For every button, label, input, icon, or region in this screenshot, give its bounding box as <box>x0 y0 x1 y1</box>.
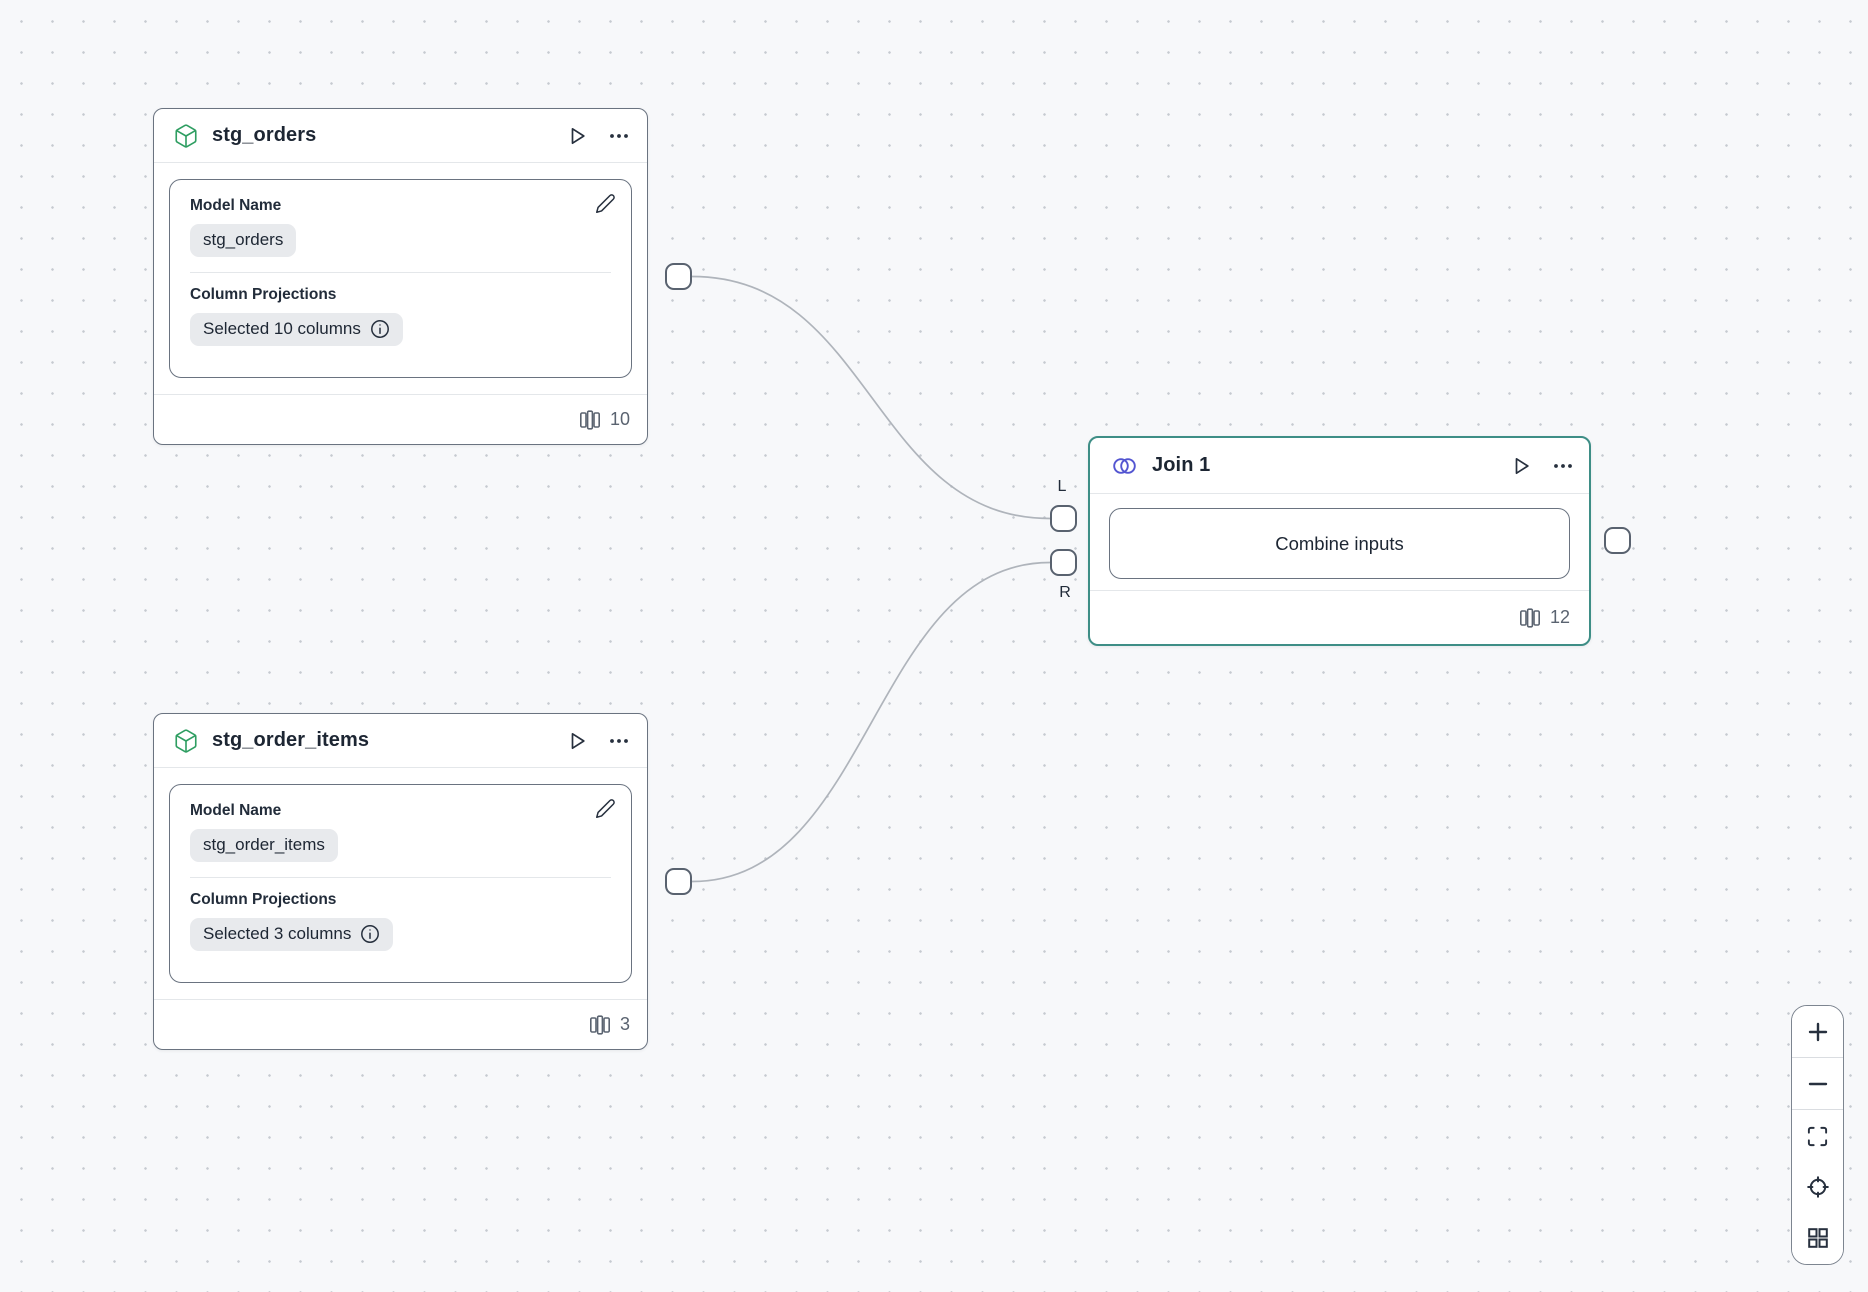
grid-icon <box>1807 1228 1828 1249</box>
node-config-card: Model Name stg_order_items Column Projec… <box>169 784 632 983</box>
join-output-port[interactable] <box>1604 527 1631 554</box>
locate-icon <box>1806 1176 1829 1199</box>
columns-icon <box>579 409 600 430</box>
column-projections-pill[interactable]: Selected 10 columns <box>190 313 403 346</box>
divider <box>190 272 611 273</box>
node-footer: 10 <box>154 394 647 444</box>
model-name-value-pill: stg_order_items <box>190 829 338 862</box>
node-title: Join 1 <box>1152 454 1211 476</box>
node-header: stg_order_items <box>154 714 647 768</box>
more-options-button[interactable] <box>608 125 630 147</box>
pencil-icon <box>596 194 615 213</box>
node-title: stg_order_items <box>212 729 370 751</box>
run-node-button[interactable] <box>565 124 589 148</box>
minus-icon <box>1808 1082 1827 1085</box>
zoom-in-button[interactable] <box>1792 1006 1843 1058</box>
column-count: 12 <box>1549 607 1570 627</box>
column-count: 10 <box>609 409 630 429</box>
ellipsis-icon <box>610 133 628 138</box>
more-options-button[interactable] <box>1552 455 1574 477</box>
info-icon[interactable] <box>360 924 380 944</box>
layout-grid-button[interactable] <box>1792 1212 1843 1264</box>
stg-order-items-output-port[interactable] <box>665 868 692 895</box>
ellipsis-icon <box>610 738 628 743</box>
edit-model-name-button[interactable] <box>595 798 616 819</box>
play-icon <box>1515 457 1529 474</box>
divider <box>190 877 611 878</box>
play-icon <box>571 127 585 144</box>
maximize-icon <box>1807 1126 1828 1146</box>
join-right-input-port[interactable] <box>1050 549 1077 576</box>
join-left-input-port[interactable] <box>1050 505 1077 532</box>
node-stg-order-items[interactable]: stg_order_items Model Name stg_order_ite… <box>153 713 648 1050</box>
zoom-controls-panel <box>1791 1005 1844 1265</box>
cube-icon <box>173 123 199 149</box>
model-name-value-pill: stg_orders <box>190 224 297 257</box>
join-right-port-label: R <box>1059 584 1071 601</box>
node-header: Join 1 <box>1090 438 1589 494</box>
ellipsis-icon <box>1554 463 1572 468</box>
run-node-button[interactable] <box>565 729 589 753</box>
combine-inputs-button[interactable]: Combine inputs <box>1109 508 1570 579</box>
info-icon[interactable] <box>370 319 390 339</box>
columns-icon <box>1519 607 1540 628</box>
column-projections-label: Column Projections <box>190 891 337 908</box>
node-stg-orders[interactable]: stg_orders Model Name stg_orders Column … <box>153 108 648 445</box>
column-count: 3 <box>619 1014 630 1034</box>
plus-icon <box>1808 1022 1827 1041</box>
node-join-1[interactable]: Join 1 Combine inputs 12 <box>1088 436 1591 646</box>
columns-icon <box>589 1014 610 1035</box>
model-name-value: stg_orders <box>203 230 284 249</box>
fit-view-button[interactable] <box>1792 1109 1843 1162</box>
play-icon <box>571 732 585 749</box>
column-projections-value: Selected 10 columns <box>203 319 361 338</box>
node-footer: 3 <box>154 999 647 1049</box>
node-title: stg_orders <box>212 124 317 146</box>
node-config-card: Model Name stg_orders Column Projections… <box>169 179 632 378</box>
node-footer: 12 <box>1090 590 1589 644</box>
column-projections-pill[interactable]: Selected 3 columns <box>190 918 394 951</box>
column-projections-label: Column Projections <box>190 286 337 303</box>
zoom-out-button[interactable] <box>1792 1057 1843 1110</box>
model-name-label: Model Name <box>190 197 282 214</box>
join-venn-icon <box>1110 454 1139 478</box>
locate-center-button[interactable] <box>1792 1161 1843 1213</box>
pencil-icon <box>596 799 615 818</box>
edge-stg-orders-to-join-left[interactable] <box>691 275 1051 520</box>
cube-icon <box>173 728 199 754</box>
edge-stg-order-items-to-join-right[interactable] <box>691 561 1051 883</box>
model-name-label: Model Name <box>190 802 282 819</box>
edit-model-name-button[interactable] <box>595 193 616 214</box>
model-name-value: stg_order_items <box>203 835 325 854</box>
run-node-button[interactable] <box>1509 454 1533 478</box>
node-header: stg_orders <box>154 109 647 163</box>
stg-orders-output-port[interactable] <box>665 263 692 290</box>
more-options-button[interactable] <box>608 730 630 752</box>
column-projections-value: Selected 3 columns <box>203 924 352 943</box>
join-left-port-label: L <box>1057 478 1067 495</box>
